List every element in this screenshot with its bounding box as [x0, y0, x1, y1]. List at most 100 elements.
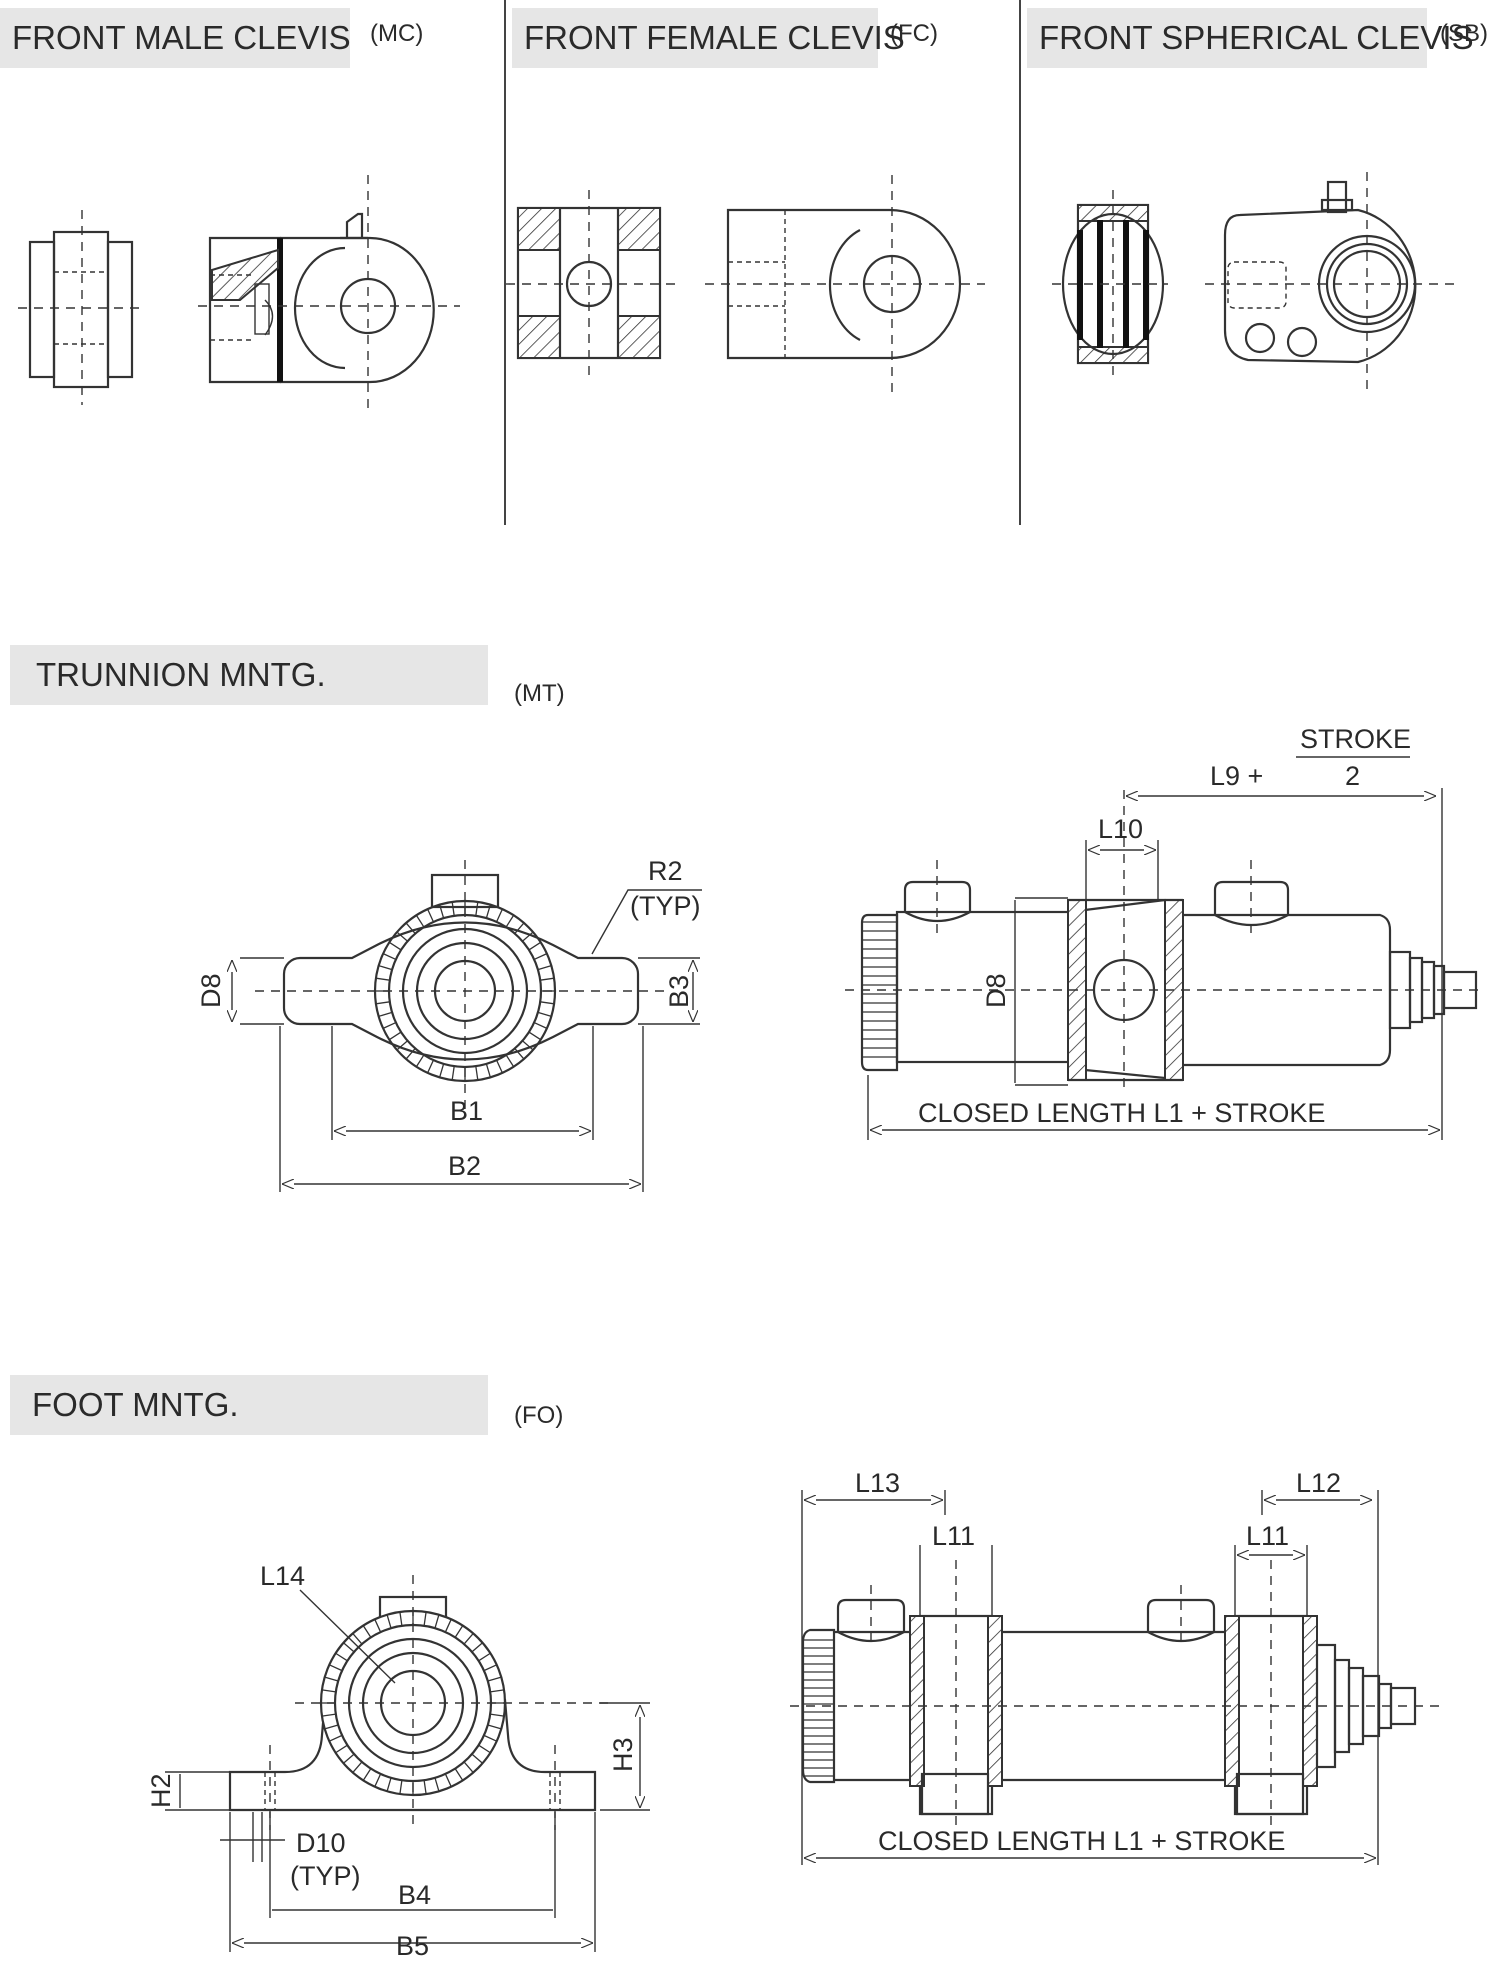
knurl-tick	[475, 901, 479, 916]
knurl-tick	[537, 965, 552, 971]
trunnion-closed-length-label: CLOSED LENGTH L1 + STROKE	[918, 1098, 1325, 1128]
knurl-tick	[471, 1642, 483, 1653]
knurl-tick	[427, 1059, 435, 1074]
knurl-tick	[483, 1664, 497, 1672]
knurl-tick	[434, 1614, 440, 1629]
foot-d10-label: D10	[296, 1828, 346, 1858]
knurl-tick	[321, 1689, 336, 1693]
trunnion-b2-label: B2	[448, 1151, 481, 1181]
foot-l14-label: L14	[260, 1561, 305, 1591]
knurl-tick	[396, 931, 408, 942]
foot-l12-label: L12	[1296, 1468, 1341, 1498]
knurl-tick	[463, 1633, 474, 1645]
knurl-tick	[444, 1773, 452, 1787]
trunnion-r2-label: R2	[648, 856, 683, 886]
trunnion-l10-label: L10	[1098, 814, 1143, 844]
knurl-tick	[378, 965, 393, 971]
knurl-tick	[386, 1777, 392, 1792]
trunnion-stroke-divisor: 2	[1345, 761, 1360, 791]
knurl-tick	[514, 922, 525, 934]
trunnion-b3-label: B3	[664, 975, 694, 1008]
knurl-tick	[423, 1611, 427, 1626]
foot-h3-label: H3	[608, 1737, 638, 1772]
trunnion-title: TRUNNION MNTG.	[10, 645, 488, 705]
knurl-tick	[399, 1611, 403, 1626]
female-clevis-drawing	[506, 175, 985, 395]
knurl-tick	[495, 1059, 503, 1074]
trunnion-typ-label: (TYP)	[630, 891, 701, 921]
knurl-tick	[415, 914, 425, 928]
knurl-tick	[329, 1664, 343, 1672]
knurl-tick	[483, 1734, 497, 1742]
male-clevis-drawing	[18, 175, 460, 410]
knurl-tick	[485, 904, 491, 919]
knurl-tick	[478, 1744, 491, 1754]
foot-closed-length-label: CLOSED LENGTH L1 + STROKE	[878, 1826, 1285, 1856]
knurl-tick	[478, 1652, 491, 1662]
knurl-tick	[343, 1753, 355, 1764]
knurl-tick	[352, 1633, 363, 1645]
knurl-tick	[321, 1713, 336, 1717]
knurl-tick	[487, 1724, 502, 1730]
foot-typ-label: (TYP)	[290, 1861, 361, 1891]
knurl-tick	[528, 941, 542, 951]
knurl-tick	[533, 1021, 548, 1029]
knurl-tick	[388, 1031, 402, 1041]
spherical-clevis-drawing	[1052, 172, 1460, 392]
knurl-tick	[378, 1011, 393, 1017]
knurl-tick	[505, 1054, 515, 1068]
trunnion-b1-label: B1	[450, 1096, 483, 1126]
knurl-tick	[471, 1753, 483, 1764]
spherical-clevis-code: (SB)	[1440, 20, 1488, 47]
knurl-tick	[405, 1048, 416, 1060]
knurl-tick	[374, 1619, 382, 1633]
knurl-tick	[495, 908, 503, 923]
knurl-tick	[540, 977, 555, 981]
knurl-tick	[375, 977, 390, 981]
knurl-tick	[352, 1761, 363, 1773]
male-clevis-title: FRONT MALE CLEVIS	[0, 8, 351, 68]
trunnion-code: (MT)	[514, 680, 565, 707]
knurl-tick	[537, 1011, 552, 1017]
knurl-tick	[335, 1744, 348, 1754]
spherical-clevis-title: FRONT SPHERICAL CLEVIS	[1027, 8, 1474, 68]
knurl-tick	[490, 1713, 505, 1717]
knurl-tick	[375, 1001, 390, 1005]
knurl-tick	[475, 1066, 479, 1081]
knurl-tick	[434, 1777, 440, 1792]
knurl-tick	[386, 1614, 392, 1629]
knurl-tick	[374, 1773, 382, 1787]
trunnion-stroke-label: STROKE	[1300, 724, 1411, 754]
knurl-tick	[388, 941, 402, 951]
knurl-tick	[329, 1734, 343, 1742]
foot-title: FOOT MNTG.	[10, 1375, 488, 1435]
knurl-tick	[405, 922, 416, 934]
knurl-tick	[522, 931, 534, 942]
knurl-tick	[454, 1625, 464, 1638]
male-clevis-code: (MC)	[370, 20, 424, 47]
knurl-tick	[362, 1768, 372, 1781]
foot-h2-label: H2	[146, 1773, 176, 1808]
foot-side-view: L13 L12 L11 L11 CLOSED LENGTH L1 + STROK…	[790, 1468, 1440, 1865]
knurl-tick	[439, 1063, 445, 1078]
knurl-tick	[505, 914, 515, 928]
knurl-tick	[324, 1676, 339, 1682]
knurl-tick	[490, 1689, 505, 1693]
knurl-tick	[415, 1054, 425, 1068]
knurl-tick	[382, 1021, 397, 1029]
knurl-tick	[399, 1780, 403, 1795]
knurl-tick	[463, 1761, 474, 1773]
knurl-tick	[533, 953, 548, 961]
trunnion-d8-side-label: D8	[981, 973, 1011, 1008]
knurl-tick	[335, 1652, 348, 1662]
knurl-tick	[485, 1063, 491, 1078]
trunnion-d8-label: D8	[196, 973, 226, 1008]
female-clevis-code: (FC)	[890, 20, 938, 47]
knurl-tick	[540, 1001, 555, 1005]
foot-b5-label: B5	[396, 1931, 429, 1961]
knurl-tick	[444, 1619, 452, 1633]
knurl-tick	[324, 1724, 339, 1730]
foot-end-view: L14 H2 H3 D10 (TYP) B4 B5	[146, 1561, 650, 1961]
knurl-tick	[451, 901, 455, 916]
